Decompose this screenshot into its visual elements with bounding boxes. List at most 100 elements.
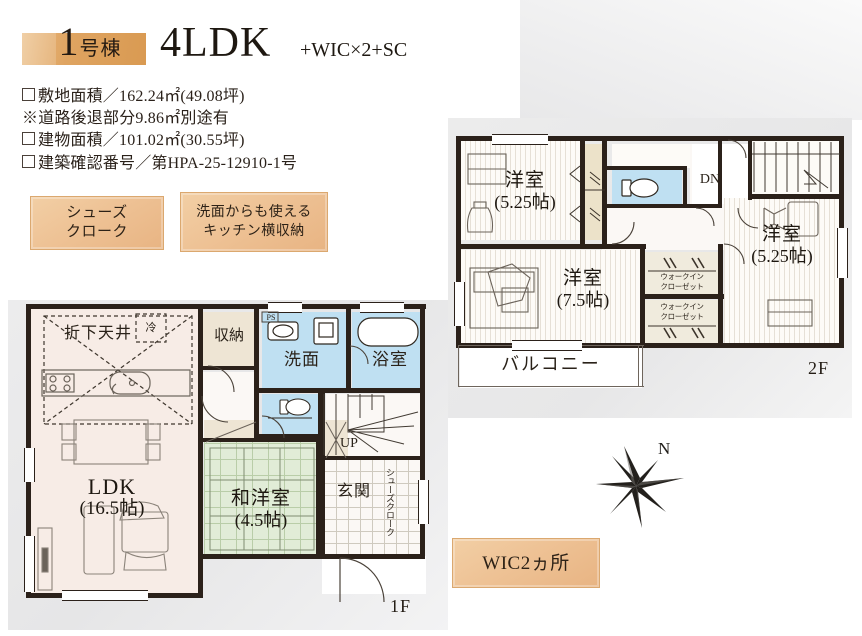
- window-1f-washroom: [268, 302, 302, 313]
- label-2f-wic-2-line1: ウォークイン: [660, 302, 704, 311]
- wall-2f-stair-left: [748, 140, 752, 200]
- wall-2f-left-upper: [456, 136, 461, 246]
- wall-1f-bottom-right: [320, 554, 425, 559]
- label-2f-wic-1-line1: ウォークイン: [660, 272, 704, 281]
- wall-2f-stair-bottom: [748, 194, 840, 199]
- floorplan-2f: 洋室 (5.25帖) 洋室 (7.5帖) 洋室 (5.25帖) DN ウォークイ…: [452, 132, 850, 394]
- label-1f-entrance: 玄関: [336, 483, 371, 500]
- building-number-value: 1: [58, 19, 80, 64]
- spec-building-area-text: 建物面積／101.02㎡(30.55坪): [38, 132, 245, 149]
- label-1f-shoes-closet: シューズクローク: [385, 468, 395, 536]
- label-1f-storage: 収納: [213, 328, 244, 344]
- room-size: (5.25帖): [751, 246, 813, 266]
- wall-1f-ldk-right-lower: [198, 438, 203, 598]
- flooring-stripes: [460, 140, 584, 240]
- room-size: (7.5帖): [556, 290, 610, 310]
- window-1f-bathroom: [360, 302, 404, 313]
- fixtures-1f-graphic: [37, 311, 419, 603]
- checkbox-glyph-icon: [22, 88, 35, 101]
- feature-tag-kitchen-storage: 洗面からも使える キッチン横収納: [180, 192, 328, 252]
- porch-1f: [322, 556, 426, 594]
- label-1f-stairs-up: UP: [340, 436, 358, 451]
- room-2f-wic-2: [644, 300, 720, 344]
- spec-permit-number-text: 建築確認番号／第HPA-25-12910-1号: [38, 155, 298, 172]
- label-1f-fridge: 冷: [145, 322, 157, 334]
- tatami-grid: [204, 442, 320, 556]
- room-label-2f-bedroom-c: 洋室 (5.25帖): [730, 224, 834, 267]
- room-size: (4.5帖): [234, 510, 288, 530]
- floorplan-1f: 折下天井 冷 収納 PS 洗面 浴室 UP 玄関 シューズクローク LDK (1…: [22, 300, 434, 622]
- wall-1f-top: [26, 304, 426, 309]
- feature-tag-shoes-closet: シューズ クローク: [30, 196, 164, 250]
- closet-1f-washitsu: [204, 420, 258, 442]
- stair-well-2f: [692, 144, 752, 204]
- wall-1f-toilet-bottom: [258, 434, 324, 438]
- room-label-1f-washitsu: 和洋室 (4.5帖): [208, 488, 314, 531]
- room-label-2f-bedroom-a: 洋室 (5.25帖): [470, 170, 580, 213]
- wall-2f-toilet-top: [602, 166, 686, 170]
- window-2f-bedroom-a: [492, 134, 548, 145]
- spec-site-area: 敷地面積／162.24㎡(49.08坪): [22, 88, 245, 106]
- wall-1f-storage-right: [254, 308, 259, 440]
- label-2f-wic-2-line2: クローゼット: [660, 312, 704, 321]
- background-wash-corner: [520, 0, 862, 120]
- room-label-1f-ldk: LDK (16.5帖): [52, 474, 172, 520]
- window-1f-ldk-bottom: [62, 590, 148, 601]
- wall-1f-washitsu-top: [202, 438, 324, 442]
- wall-2f-bedroom-b-top: [456, 244, 646, 249]
- feature-wic-count-text: WIC2ヵ所: [482, 552, 570, 574]
- room-2f-hall-top: [612, 144, 692, 168]
- building-number-badge: [22, 33, 146, 65]
- plan-type-extra: +WIC×2+SC: [300, 39, 408, 61]
- compass-rose: N N: [596, 438, 692, 530]
- wall-1f-right-upper: [420, 304, 425, 460]
- room-name: 洋室: [504, 170, 545, 191]
- compass-north-label: N: [658, 439, 670, 458]
- wall-1f-stair-left: [320, 392, 325, 558]
- stairs-2f-area: [752, 140, 840, 198]
- balcony-rail-right: [642, 345, 644, 387]
- entrance-tile-grid: [324, 460, 424, 556]
- stairs-2f-graphic: [466, 139, 840, 339]
- room-name: 和洋室: [230, 488, 291, 509]
- plan-type-title: 4LDK: [160, 20, 272, 66]
- room-1f-storage-floor: [202, 312, 256, 368]
- compass-star-icon: N: [596, 439, 684, 528]
- spec-building-area: 建物面積／101.02㎡(30.55坪): [22, 132, 245, 150]
- wall-1f-storage-bottom: [202, 366, 258, 370]
- floor-tag-2f: 2F: [808, 358, 830, 378]
- feature-shoes-line1: シューズ: [66, 205, 128, 221]
- wall-2f-landing-right: [718, 140, 722, 208]
- label-2f-balcony: バルコニー: [501, 354, 601, 374]
- building-number-label: 1号棟: [26, 18, 154, 66]
- wall-2f-top: [456, 136, 844, 141]
- checkbox-glyph-icon: [22, 132, 35, 145]
- feature-kitchen-line1: 洗面からも使える: [196, 205, 312, 220]
- wall-1f-water-bottom: [258, 388, 424, 393]
- feature-shoes-line2: クローク: [65, 224, 128, 240]
- wall-2f-wic-divider: [640, 294, 724, 299]
- label-1f-lowered-ceiling: 折下天井: [63, 325, 132, 342]
- window-2f-balcony-door: [512, 340, 582, 351]
- wall-2f-toilet-bottom: [602, 204, 722, 208]
- label-2f-wic-1-line2: クローゼット: [660, 282, 704, 291]
- wall-2f-toilet-right: [683, 166, 687, 208]
- spec-permit-number: 建築確認番号／第HPA-25-12910-1号: [22, 155, 297, 173]
- wall-1f-bottom-mid: [198, 554, 328, 559]
- wall-2f-toilet-left: [602, 140, 607, 244]
- room-size: (16.5帖): [79, 498, 145, 519]
- wall-1f-washitsu-right: [316, 438, 321, 558]
- room-size: (5.25帖): [494, 192, 556, 212]
- wall-2f-bedroom-a-right: [580, 140, 585, 244]
- room-2f-wic-1: [644, 252, 720, 296]
- window-2f-bedroom-c: [837, 228, 848, 278]
- balcony-rail-right-inner: [638, 345, 640, 387]
- building-number-suffix: 号棟: [79, 38, 122, 60]
- label-2f-stairs-down: DN: [699, 172, 721, 187]
- wall-1f-ldk-right-upper: [198, 308, 203, 440]
- window-1f-ldk-left-a: [24, 448, 35, 482]
- room-name: 洋室: [562, 268, 603, 289]
- room-name: LDK: [87, 474, 137, 499]
- room-name: 洋室: [761, 224, 802, 245]
- balcony-rail-left: [458, 345, 460, 387]
